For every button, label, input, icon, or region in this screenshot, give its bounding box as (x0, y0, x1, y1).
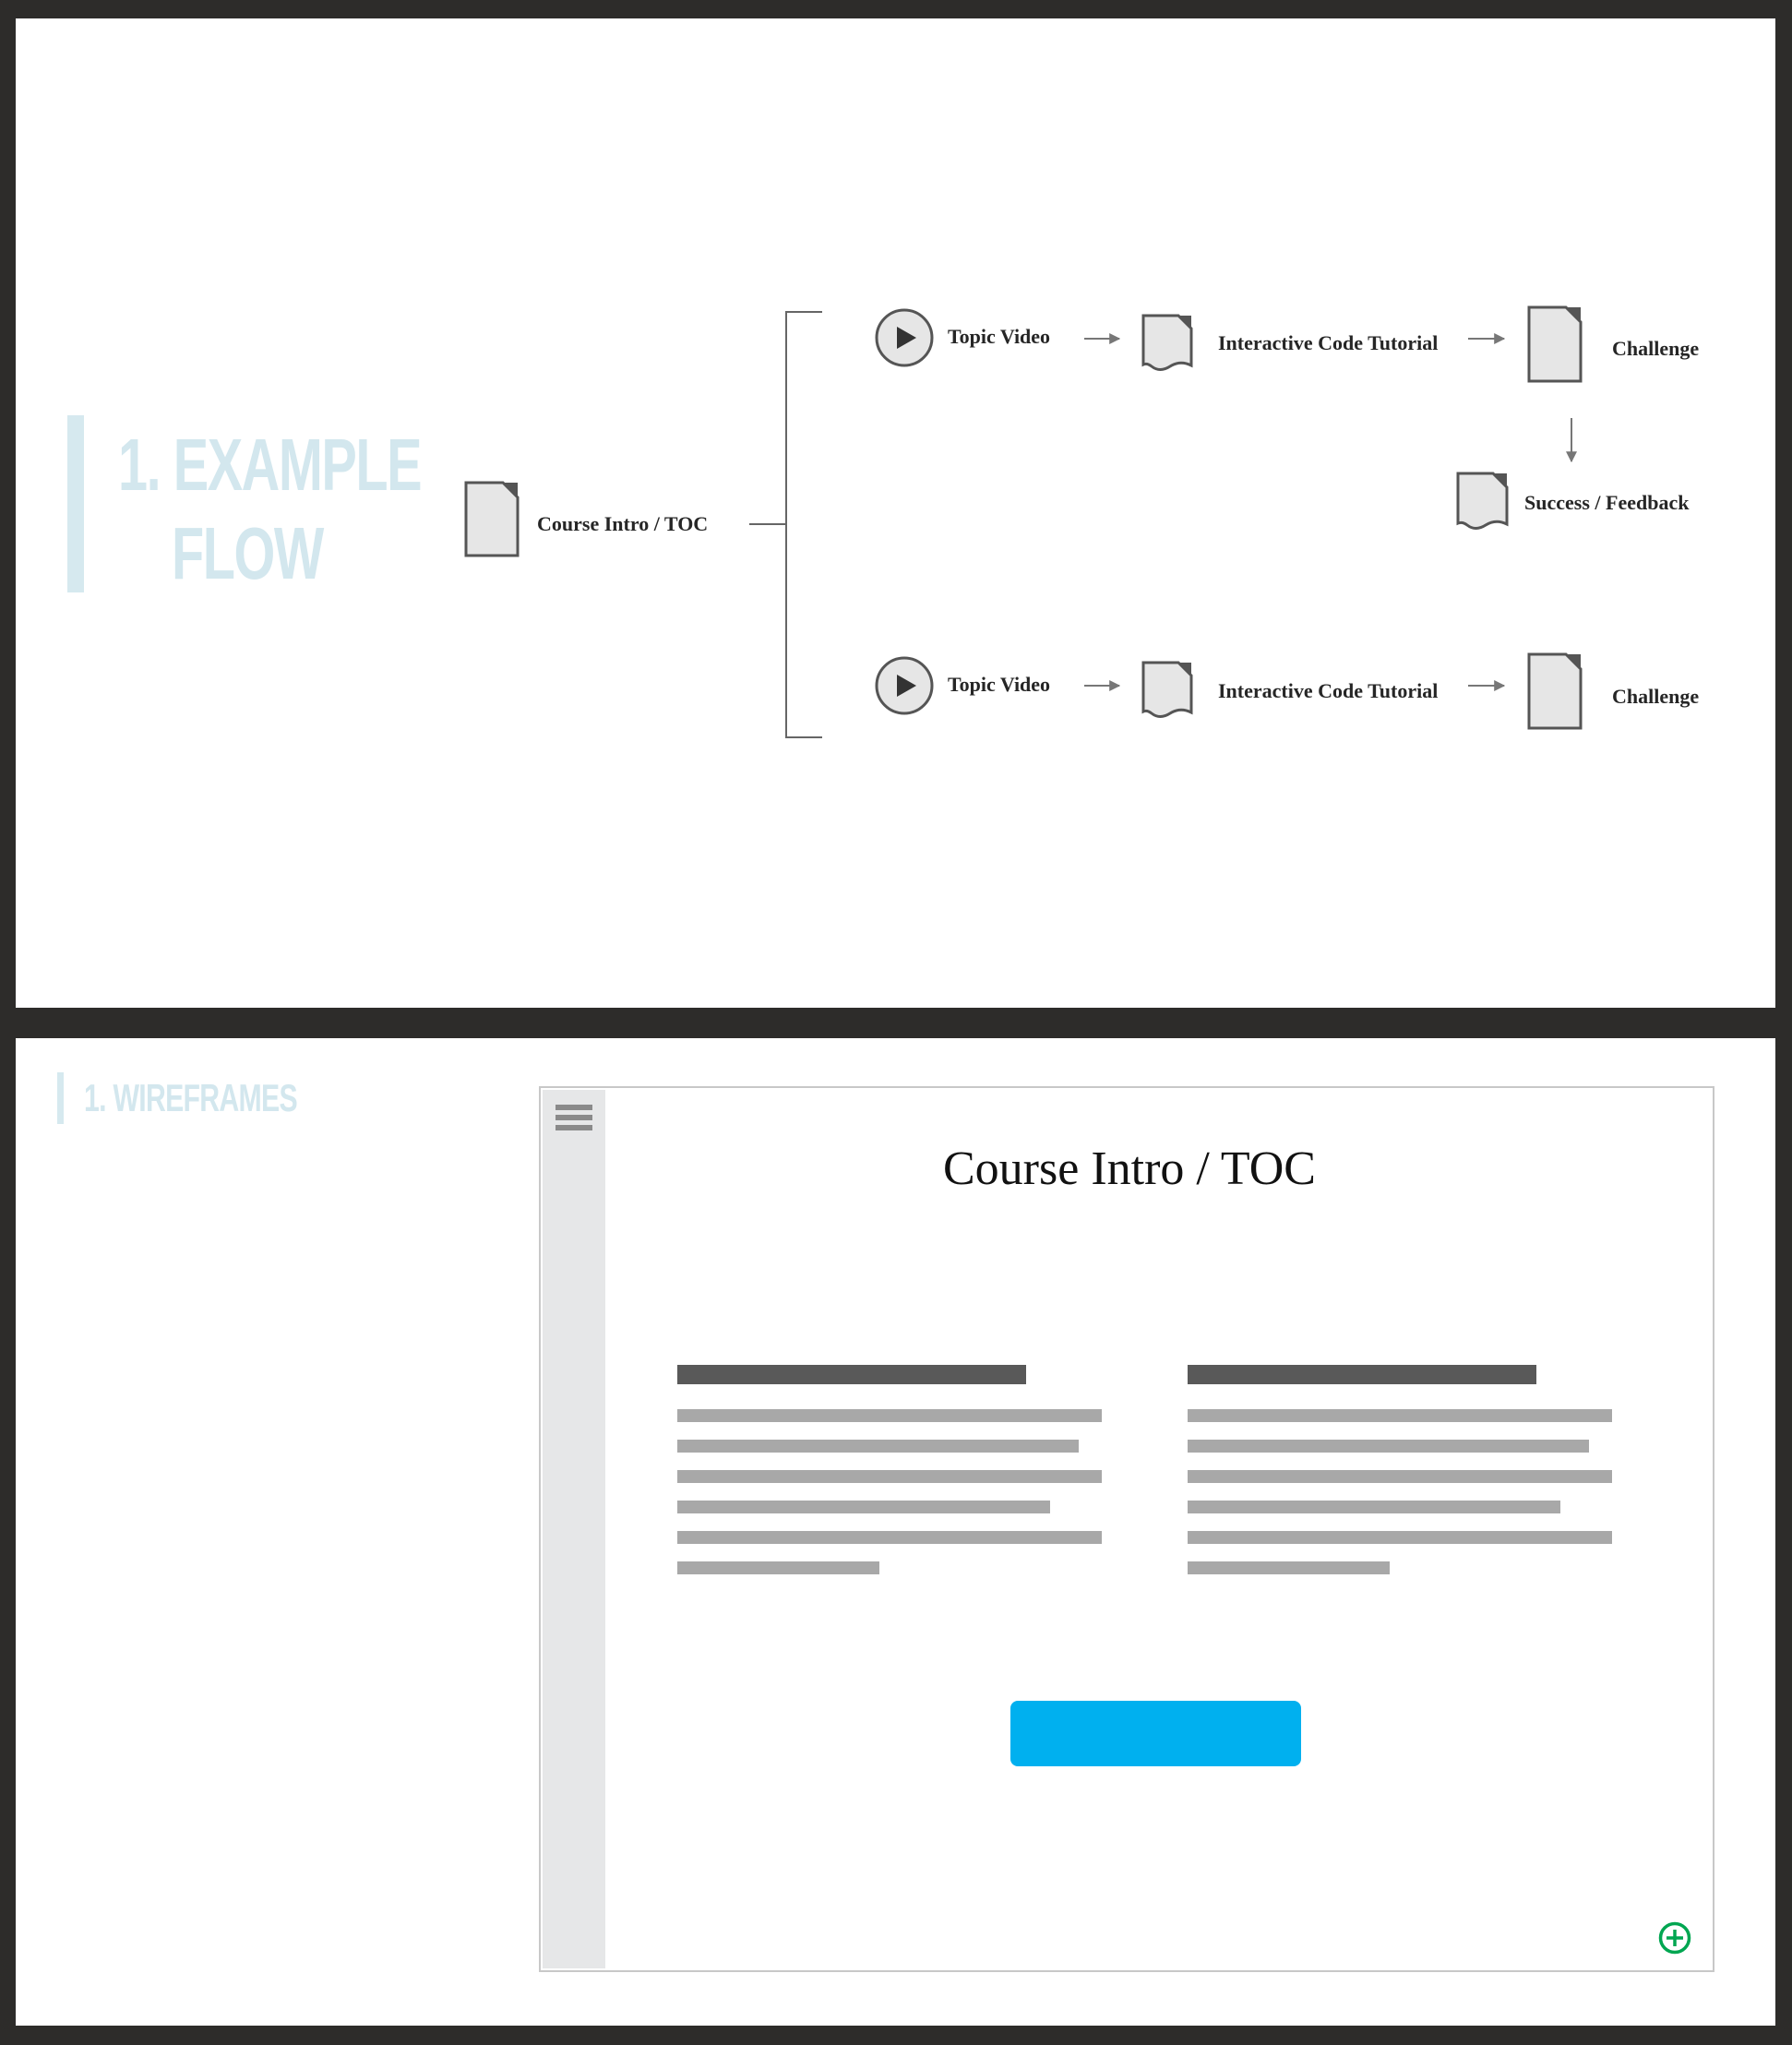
wireframe-screen-title: Course Intro / TOC (943, 1142, 1316, 1195)
text-line-placeholder (677, 1561, 879, 1574)
flow-diagram (464, 305, 1583, 738)
text-line-placeholder (1188, 1531, 1612, 1544)
add-circle-icon[interactable] (1658, 1921, 1691, 1955)
course-intro-document-icon (464, 481, 520, 557)
text-line-placeholder (1188, 1440, 1589, 1453)
topic-video-label-top: Topic Video (948, 325, 1051, 348)
topic-video-play-icon (875, 308, 934, 367)
text-line-placeholder (677, 1531, 1102, 1544)
text-line-placeholder (677, 1501, 1050, 1513)
hamburger-menu-icon[interactable] (556, 1105, 592, 1138)
flow-section-title-line2: FLOW (172, 512, 324, 594)
tutorial-label-top: Interactive Code Tutorial (1218, 331, 1439, 354)
challenge-document-icon-bottom (1527, 652, 1583, 730)
wireframes-section-accent-bar (57, 1072, 64, 1124)
text-line-placeholder (1188, 1470, 1612, 1483)
example-flow-panel: 1. EXAMPLE FLOW (16, 18, 1775, 1008)
text-line-placeholder (1188, 1561, 1390, 1574)
flow-section-accent-bar (67, 415, 84, 592)
text-line-placeholder (1188, 1501, 1560, 1513)
column-heading-placeholder (677, 1365, 1026, 1384)
topic-video-label-bottom: Topic Video (948, 673, 1051, 696)
feedback-label: Success / Feedback (1524, 491, 1690, 514)
text-line-placeholder (1188, 1409, 1612, 1422)
wireframes-panel: 1. WIREFRAMES Course Intro / TOC (16, 1038, 1775, 2026)
text-line-placeholder (677, 1440, 1079, 1453)
tutorial-page-icon-bottom (1141, 661, 1193, 718)
course-intro-label: Course Intro / TOC (537, 512, 709, 535)
wireframes-section-title: 1. WIREFRAMES (84, 1076, 298, 1119)
wireframe-screen: Course Intro / TOC (539, 1086, 1714, 1972)
wireframe-sidebar (543, 1090, 605, 1968)
challenge-label-top: Challenge (1612, 337, 1700, 360)
challenge-document-icon-top (1527, 305, 1583, 383)
flow-section-title-line1: 1. EXAMPLE (118, 424, 423, 506)
topic-video-play-icon-bottom (875, 656, 934, 715)
branch-bracket (785, 311, 822, 738)
start-course-button[interactable] (1010, 1701, 1301, 1766)
feedback-page-icon (1456, 472, 1509, 530)
tutorial-page-icon-top (1141, 314, 1193, 371)
text-line-placeholder (677, 1470, 1102, 1483)
tutorial-label-bottom: Interactive Code Tutorial (1218, 679, 1439, 702)
challenge-label-bottom: Challenge (1612, 685, 1700, 708)
column-heading-placeholder (1188, 1365, 1536, 1384)
text-line-placeholder (677, 1409, 1102, 1422)
